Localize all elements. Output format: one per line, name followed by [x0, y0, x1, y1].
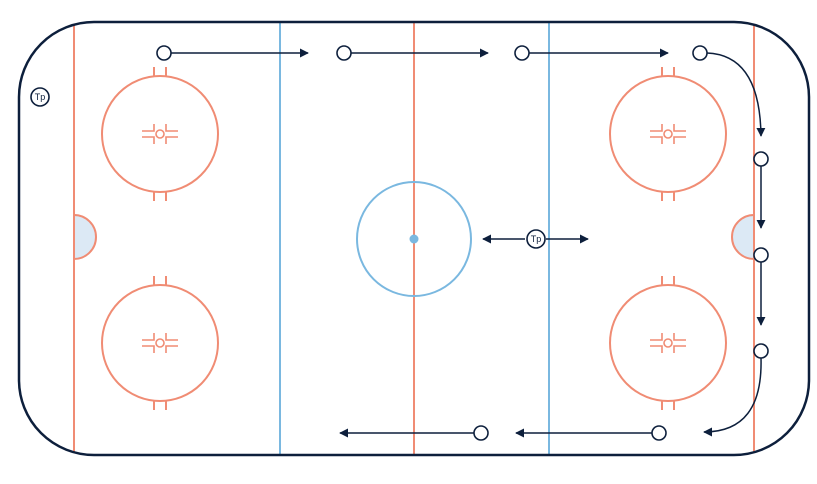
- center-faceoff-circle: [356, 181, 472, 297]
- player-circle-icon: [753, 151, 769, 167]
- faceoff-bracket: [165, 136, 178, 144]
- path-arrow-corner-bottom: [703, 357, 762, 437]
- drill-paths: [171, 48, 766, 438]
- faceoff-bracket: [142, 124, 155, 132]
- faceoff-ring: [101, 284, 219, 402]
- faceoff-dot-icon: [663, 338, 673, 348]
- faceoff-bracket: [165, 124, 178, 132]
- faceoff-bracket: [165, 345, 178, 353]
- faceoff-bracket: [142, 333, 155, 341]
- player-circle-icon: [514, 45, 530, 61]
- faceoff-circles: [101, 67, 727, 410]
- path-arrow-corner-top: [706, 52, 766, 137]
- faceoff-bracket: [673, 345, 686, 353]
- rink-boards: [17, 20, 811, 457]
- player-circle-icon: [473, 425, 489, 441]
- player-circle-icon: [692, 45, 708, 61]
- right-goal-crease: [731, 213, 755, 261]
- faceoff-bracket: [650, 333, 663, 341]
- faceoff-bracket: [142, 136, 155, 144]
- faceoff-bracket: [673, 136, 686, 144]
- player-positions: [156, 45, 769, 441]
- faceoff-dot-icon: [155, 129, 165, 139]
- faceoff-circle-right-top: [609, 67, 727, 201]
- player-circle-icon: [336, 45, 352, 61]
- player-circle-icon: [651, 425, 667, 441]
- tp-marker-label: Tp: [531, 234, 542, 244]
- player-circle-icon: [753, 343, 769, 359]
- tp-marker-circle: [30, 87, 50, 107]
- faceoff-circle-right-bottom: [609, 276, 727, 410]
- left-goal-crease: [73, 213, 97, 261]
- faceoff-bracket: [673, 124, 686, 132]
- faceoff-circle-left-bottom: [101, 276, 219, 410]
- center-faceoff-dot: [409, 234, 419, 244]
- faceoff-dot-icon: [155, 338, 165, 348]
- faceoff-bracket: [165, 333, 178, 341]
- tp-marker-neutral: Tp: [526, 229, 546, 249]
- tp-marker-label: Tp: [35, 92, 46, 102]
- faceoff-ring: [609, 75, 727, 193]
- faceoff-bracket: [673, 333, 686, 341]
- faceoff-circle-left-top: [101, 67, 219, 201]
- player-circle-icon: [156, 45, 172, 61]
- faceoff-bracket: [650, 124, 663, 132]
- faceoff-dot-icon: [663, 129, 673, 139]
- tp-marker-circle: [526, 229, 546, 249]
- faceoff-bracket: [142, 345, 155, 353]
- faceoff-bracket: [650, 345, 663, 353]
- faceoff-ring: [609, 284, 727, 402]
- player-circle-icon: [753, 247, 769, 263]
- tp-marker-left: Tp: [30, 87, 50, 107]
- faceoff-bracket: [650, 136, 663, 144]
- faceoff-ring: [101, 75, 219, 193]
